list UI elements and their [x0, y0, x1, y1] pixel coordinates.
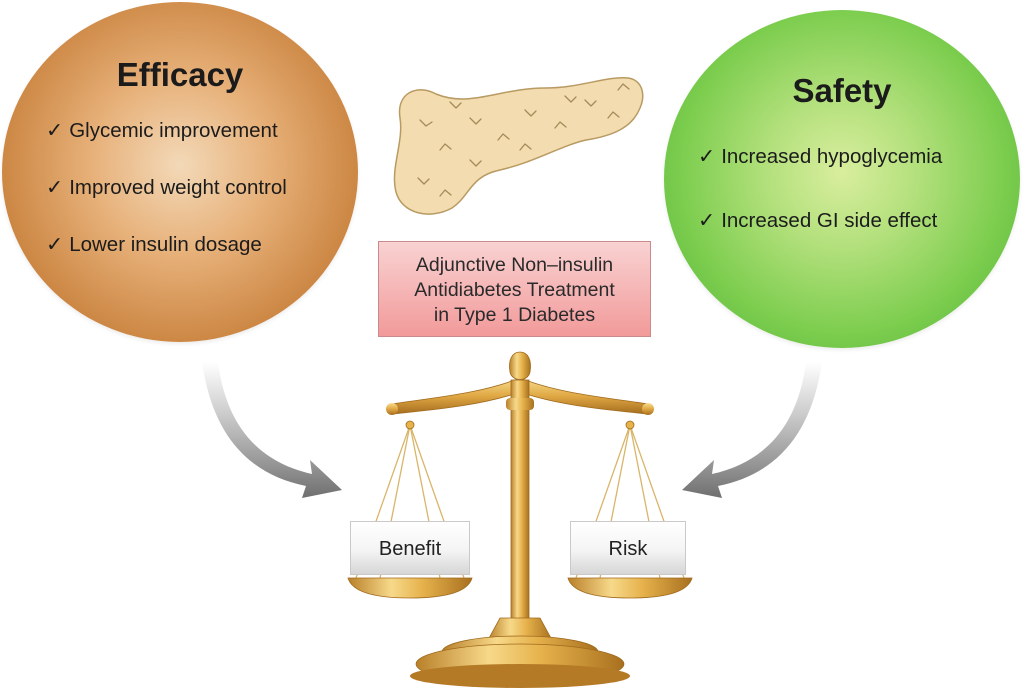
list-item: ✓Lower insulin dosage: [46, 233, 262, 256]
balance-scale-icon: [347, 351, 693, 688]
list-item: ✓Glycemic improvement: [46, 119, 278, 142]
efficacy-list: ✓Glycemic improvement ✓Improved weight c…: [46, 118, 287, 289]
efficacy-circle: Efficacy ✓Glycemic improvement ✓Improved…: [2, 2, 358, 342]
list-item: ✓Increased hypoglycemia: [698, 145, 943, 168]
safety-title: Safety: [792, 72, 892, 109]
benefit-label: Benefit: [350, 521, 470, 575]
treatment-line: Antidiabetes Treatment: [414, 279, 615, 301]
check-icon: ✓: [46, 176, 64, 199]
treatment-box: Adjunctive Non–insulin Antidiabetes Trea…: [378, 241, 651, 337]
list-item: ✓Increased GI side effect: [698, 209, 938, 232]
treatment-line: Adjunctive Non–insulin: [415, 254, 614, 276]
efficacy-title: Efficacy: [116, 56, 244, 93]
list-item: ✓Improved weight control: [46, 176, 287, 199]
safety-list: ✓Increased hypoglycemia ✓Increased GI si…: [698, 144, 942, 272]
check-icon: ✓: [46, 233, 64, 256]
safety-circle: Safety ✓Increased hypoglycemia ✓Increase…: [664, 10, 1020, 348]
right-curved-arrow-icon: [682, 362, 822, 498]
pancreas-icon: [393, 77, 644, 215]
check-icon: ✓: [698, 145, 716, 168]
check-icon: ✓: [46, 119, 64, 142]
risk-label: Risk: [570, 521, 686, 575]
check-icon: ✓: [698, 209, 716, 232]
left-curved-arrow-icon: [202, 362, 342, 498]
treatment-line: in Type 1 Diabetes: [433, 304, 596, 326]
